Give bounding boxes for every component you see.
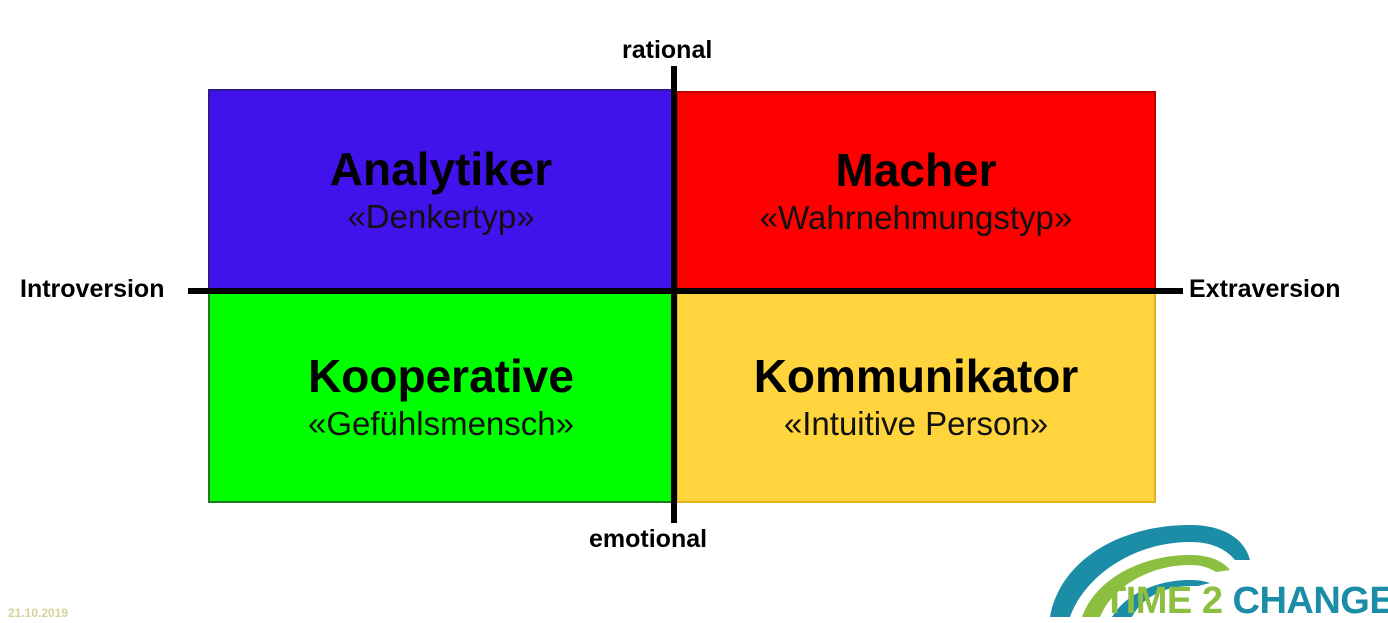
quadrant-title: Kommunikator (753, 349, 1079, 402)
quadrant-title: Kooperative (308, 349, 574, 402)
axis-label-top: rational (622, 36, 713, 64)
quadrant-kooperative: Kooperative «Gefühlsmensch» (208, 292, 674, 503)
logo-text-change: CHANGE (1232, 580, 1388, 622)
time2change-logo-icon (1050, 525, 1250, 617)
axis-label-bottom: emotional (589, 525, 708, 553)
quadrant-subtitle: «Wahrnehmungstyp» (759, 198, 1073, 236)
quadrant-title: Analytiker (329, 142, 553, 195)
logo-arc-middle (1082, 555, 1230, 617)
axis-label-left: Introversion (20, 275, 165, 303)
quadrant-macher: Macher «Wahrnehmungstyp» (676, 91, 1156, 292)
quadrant-kommunikator: Kommunikator «Intuitive Person» (676, 292, 1156, 503)
horizontal-axis (188, 288, 1183, 294)
quadrant-title: Macher (835, 143, 997, 196)
logo-arc-inner (1112, 580, 1210, 617)
quadrant-subtitle: «Gefühlsmensch» (308, 404, 574, 442)
logo-wordmark: TIME 2 CHANGE (1103, 580, 1388, 623)
vertical-axis (671, 66, 677, 523)
axis-label-right: Extraversion (1189, 275, 1341, 303)
quadrant-analytiker: Analytiker «Denkertyp» (208, 89, 674, 292)
logo-arc-outer (1050, 525, 1250, 617)
footer-date: 21.10.2019 (8, 606, 69, 620)
logo-text-time2: TIME 2 (1103, 580, 1233, 622)
quadrant-subtitle: «Denkertyp» (347, 197, 535, 235)
quadrant-subtitle: «Intuitive Person» (783, 404, 1049, 442)
